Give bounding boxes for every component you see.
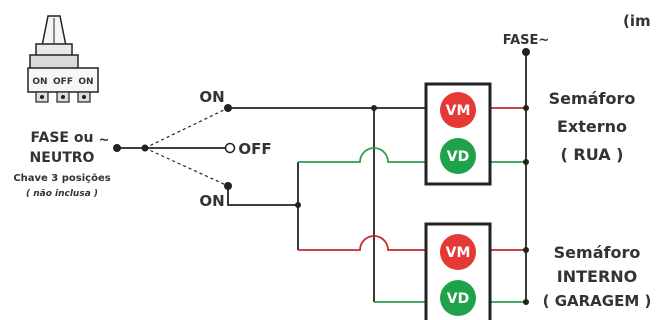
on-top-label: ON bbox=[199, 88, 224, 106]
on-bottom-label: ON bbox=[199, 192, 224, 210]
junction-dot bbox=[523, 105, 529, 111]
input-tilde: ~ bbox=[99, 133, 110, 148]
switch-note: ( não inclusa ) bbox=[26, 189, 98, 199]
traffic-light-interno bbox=[424, 222, 492, 320]
junction-dot bbox=[371, 105, 377, 111]
lamp-label-vm: VM bbox=[446, 245, 471, 261]
red-lamp bbox=[440, 92, 476, 128]
toggle-position-on-right: ON bbox=[78, 77, 93, 87]
fase-terminal bbox=[522, 48, 530, 56]
interno-subtitle: INTERNO bbox=[557, 267, 638, 286]
input-terminal bbox=[113, 144, 121, 152]
input-label-line1: FASE ou bbox=[31, 130, 94, 146]
junction-dot bbox=[295, 202, 301, 208]
junction-dot bbox=[523, 159, 529, 165]
lamp-label-vd: VD bbox=[447, 149, 469, 165]
cropped-header-label: (im bbox=[623, 12, 651, 30]
fase-label: FASE~ bbox=[503, 33, 550, 48]
junction-dot bbox=[523, 247, 529, 253]
toggle-position-on-left: ON bbox=[32, 77, 47, 87]
junction-dot bbox=[523, 299, 529, 305]
toggle-position-off: OFF bbox=[53, 77, 73, 87]
lamp-label-vd: VD bbox=[447, 291, 469, 307]
green-lamp bbox=[440, 138, 476, 174]
green-lamp bbox=[440, 280, 476, 316]
off-terminal bbox=[224, 142, 236, 154]
input-label-line2: NEUTRO bbox=[30, 150, 95, 166]
lamp-label-vm: VM bbox=[446, 103, 471, 119]
switch-schematic bbox=[117, 107, 230, 187]
externo-location: ( RUA ) bbox=[561, 145, 624, 164]
switch-type-label: Chave 3 posições bbox=[13, 173, 110, 184]
red-lamp bbox=[440, 234, 476, 270]
off-label: OFF bbox=[238, 140, 271, 158]
externo-title: Semáforo bbox=[549, 89, 636, 108]
interno-location: ( GARAGEM ) bbox=[543, 292, 652, 310]
toggle-switch-icon bbox=[27, 15, 99, 103]
common-pivot bbox=[141, 144, 149, 152]
externo-subtitle: Externo bbox=[557, 117, 627, 136]
wiring bbox=[227, 52, 527, 303]
traffic-light-externo bbox=[424, 82, 492, 186]
interno-title: Semáforo bbox=[554, 243, 641, 262]
